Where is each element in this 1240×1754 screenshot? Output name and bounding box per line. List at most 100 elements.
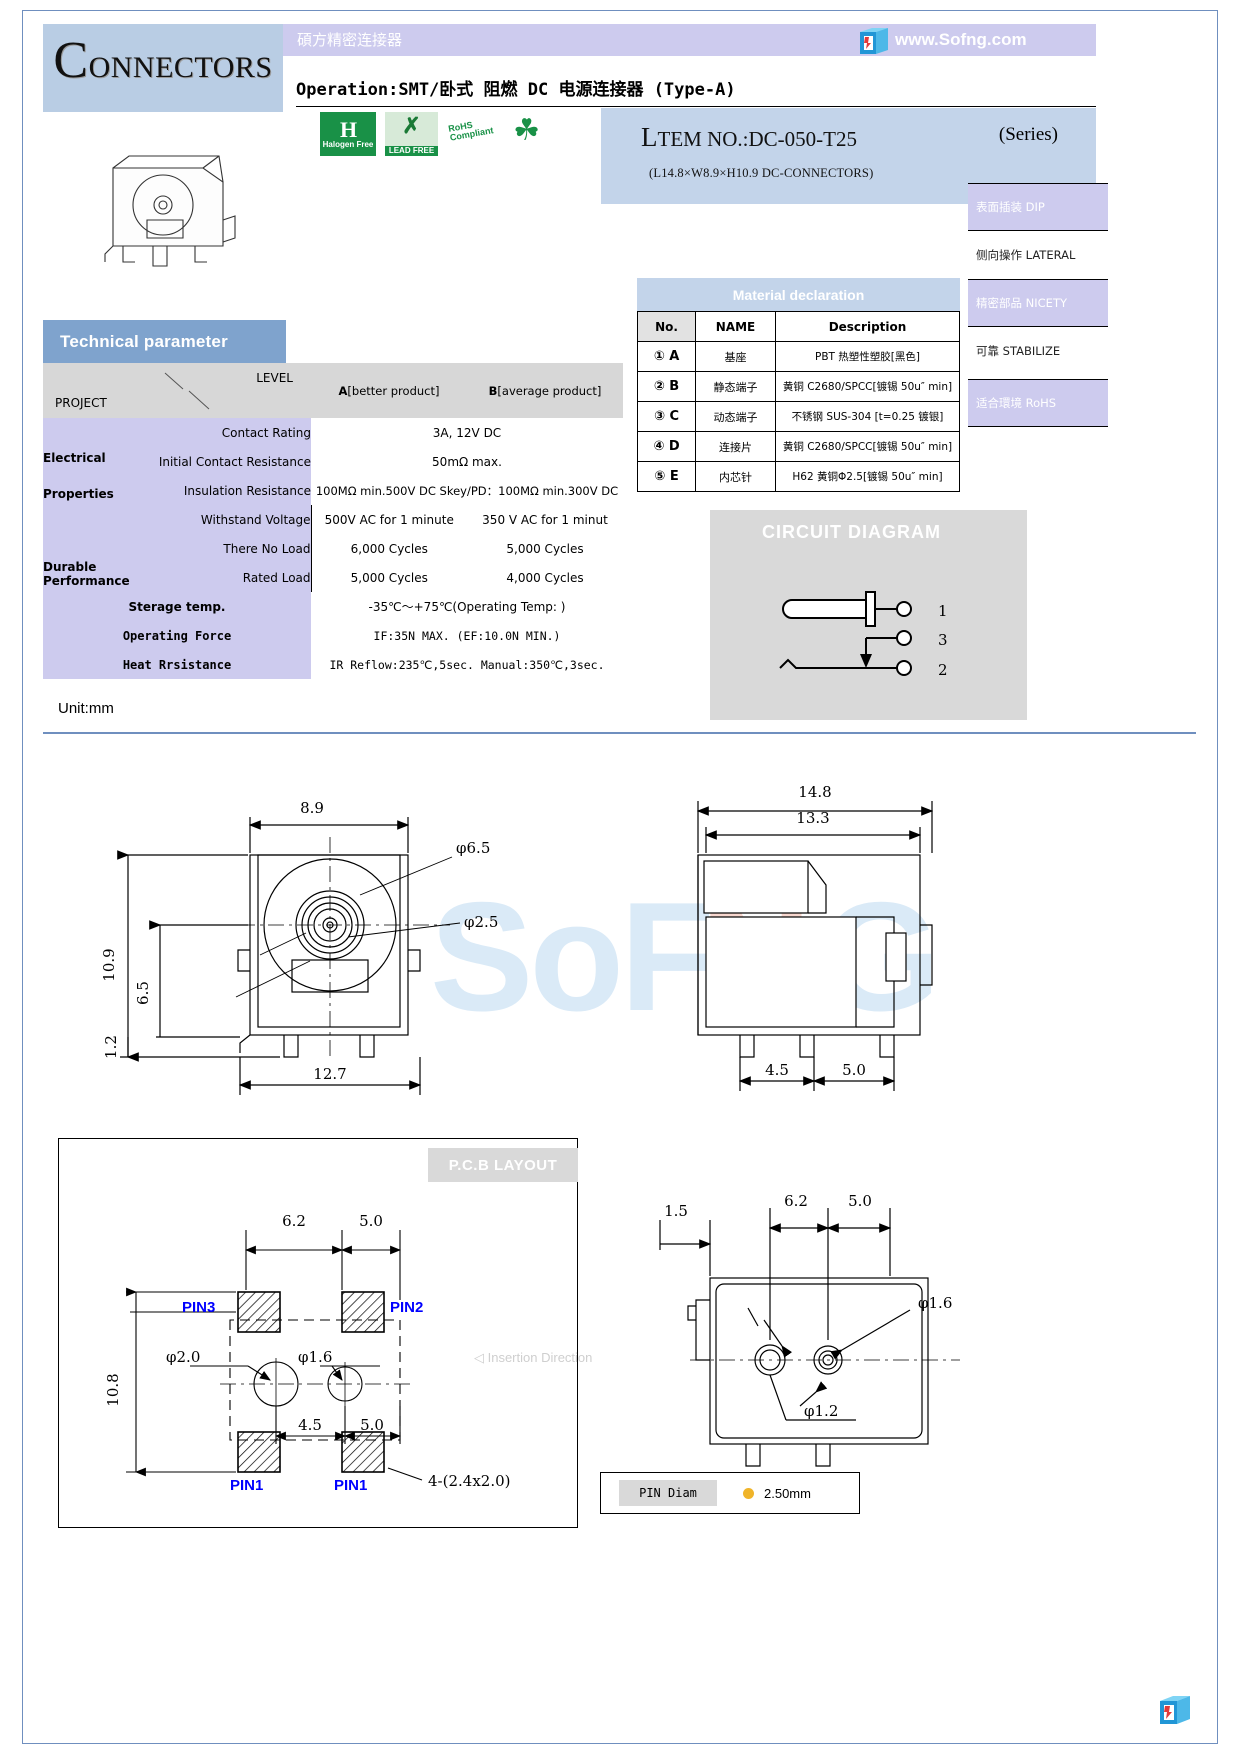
bottom-dim-a: 6.2 — [784, 1192, 808, 1210]
feature-label-0: 表面插装 DIP — [976, 200, 1045, 214]
side-dim-pitch-a: 4.5 — [765, 1061, 789, 1079]
feature-label-3: 可靠 STABILIZE — [976, 344, 1061, 358]
pcb-pin-label-1b: PIN1 — [334, 1477, 367, 1494]
row-label-no-load: There No Load — [135, 534, 311, 563]
row-label-rated-load: Rated Load — [135, 563, 311, 592]
material-name-4: 内芯针 — [695, 461, 776, 492]
row-value-insulation-resistance: 100MΩ min.500V DC Skey/PD：100MΩ min.300V… — [315, 483, 619, 498]
row-value-no-load-b: 5,000 Cycles — [506, 541, 584, 556]
material-declaration-table: No. NAME Description ① A 基座 PBT 热塑性塑胶[黑色… — [637, 311, 960, 492]
lead-free-cross: ✗ — [402, 113, 421, 138]
row-label-storage-temp: Sterage temp. — [43, 592, 311, 621]
row-value-rated-load-b: 4,000 Cycles — [506, 570, 584, 585]
feature-label-2: 精密部品 NICETY — [976, 296, 1067, 310]
table-row: Operating Force IF:35N MAX. (EF:10.0N MI… — [43, 621, 623, 650]
row-label-operating-force: Operating Force — [43, 621, 311, 650]
table-row: ① A 基座 PBT 热塑性塑胶[黑色] — [637, 341, 960, 372]
material-desc-0: PBT 热塑性塑胶[黑色] — [775, 341, 960, 372]
row-value-withstand-b: 350 V AC for 1 minut — [482, 512, 608, 527]
technical-parameter-title: Technical parameter — [43, 320, 286, 363]
operation-title: Operation:SMT/卧式 阻燃 DC 电源连接器 (Type-A) — [296, 75, 1096, 107]
table-row: Sterage temp. -35℃～+75℃(Operating Temp: … — [43, 592, 623, 621]
column-b-text: [average product] — [497, 383, 602, 398]
halogen-free-symbol: H — [339, 117, 357, 142]
row-label-heat-resistance: Heat Rrsistance — [43, 650, 311, 679]
technical-parameter-table: LEVEL PROJECT A[better product] B[averag… — [43, 363, 623, 679]
insertion-direction-label: ◁ Insertion Direction — [474, 1350, 593, 1365]
page-border — [22, 10, 1218, 1744]
pcb-pin-label-2: PIN2 — [390, 1299, 423, 1316]
front-dim-inner-height: 6.5 — [134, 981, 152, 1005]
material-no-0: ① A — [637, 341, 696, 372]
item-number-value: TEM NO.:DC-050-T25 — [657, 127, 857, 151]
pcb-hole-b: φ1.6 — [298, 1348, 332, 1366]
logo-capital: C — [53, 32, 89, 89]
clover-icon: ☘ — [513, 114, 540, 147]
pcb-hole-a: φ2.0 — [166, 1348, 200, 1366]
table-row: Durable Performance There No Load 6,000 … — [43, 534, 623, 592]
side-dim-pitch-b: 5.0 — [842, 1061, 866, 1079]
feature-item-1: 侧向操作 LATERAL — [968, 231, 1108, 279]
table-header-row: No. NAME Description — [637, 311, 960, 342]
material-desc-4: H62 黄铜Φ2.5[镀锡 50u″ min] — [775, 461, 960, 492]
material-desc-3: 黄铜 C2680/SPCC[镀锡 50u″ min] — [775, 431, 960, 462]
halogen-free-label: Halogen Free — [322, 140, 374, 149]
item-number-box: LTEM NO.:DC-050-T25 (Series) (L14.8×W8.9… — [601, 108, 1096, 204]
table-row: Rated Load 5,000 Cycles 4,000 Cycles — [43, 563, 623, 592]
column-b-letter: B — [488, 383, 498, 398]
row-label-withstand-voltage: Withstand Voltage — [135, 505, 311, 534]
pcb-layout-drawing: 6.2 5.0 10.8 4.5 5.0 φ2.0 φ1.6 PIN3 PIN2… — [104, 1212, 511, 1494]
halogen-free-icon: H Halogen Free — [320, 112, 376, 156]
bottom-hole-a: φ1.6 — [918, 1294, 952, 1312]
logo-text: CONNECTORS — [53, 35, 272, 87]
table-row: Initial Contact Resistance 50mΩ max. — [43, 447, 623, 476]
series-label: (Series) — [998, 124, 1058, 145]
row-label-contact-rating: Contact Rating — [135, 418, 311, 447]
row-value-initial-resistance: 50mΩ max. — [432, 454, 502, 469]
certification-badges: H Halogen Free ✗ LEAD FREE RoHS Complian… — [320, 112, 542, 156]
level-label: LEVEL — [256, 371, 293, 385]
pcb-layout-title: P.C.B LAYOUT — [428, 1148, 578, 1182]
front-hole-outer: φ6.5 — [456, 839, 490, 857]
section-divider — [43, 732, 1196, 734]
column-a-header: A[better product] — [311, 363, 467, 418]
pcb-dim-top-a: 6.2 — [282, 1212, 306, 1230]
footer-sofng-logo-icon — [1160, 1696, 1190, 1724]
brand-bar — [283, 24, 1096, 56]
unit-label: Unit:mm — [58, 700, 114, 717]
row-value-operating-force: IF:35N MAX. (EF:10.0N MIN.) — [373, 628, 561, 643]
bottom-dim-left: 1.5 — [664, 1202, 688, 1220]
pin-diameter-label: PIN Diam — [619, 1480, 717, 1506]
table-row: Insulation Resistance 100MΩ min.500V DC … — [43, 476, 623, 505]
row-value-withstand-a: 500V AC for 1 minute — [310, 505, 467, 534]
material-name-3: 连接片 — [695, 431, 776, 462]
website-url[interactable]: www.Sofng.com — [895, 30, 1027, 49]
front-view-drawing: 8.9 10.9 6.5 1.2 12.7 φ6.5 φ2.5 — [100, 799, 498, 1095]
feature-label-1: 侧向操作 LATERAL — [976, 248, 1076, 262]
electrical-group-label: Electrical Properties — [43, 418, 135, 534]
lead-free-icon: ✗ LEAD FREE — [385, 112, 438, 156]
table-row: Heat Rrsistance IR Reflow:235℃,5sec. Man… — [43, 650, 623, 679]
feature-label-4: 适合環境 RoHS — [976, 396, 1057, 410]
circuit-pin-2: 2 — [938, 661, 948, 679]
feature-item-0: 表面插装 DIP — [968, 183, 1108, 231]
circuit-diagram-title: CIRCUIT DIAGRAM — [762, 522, 941, 542]
front-hole-inner: φ2.5 — [464, 913, 498, 931]
material-desc-1: 黄铜 C2680/SPCC[镀锡 50u″ min] — [775, 371, 960, 402]
column-a-text: [better product] — [347, 383, 440, 398]
material-col-description: Description — [775, 311, 960, 342]
row-value-rated-load-a: 5,000 Cycles — [310, 563, 467, 592]
row-value-heat-resistance: IR Reflow:235℃,5sec. Manual:350℃,3sec. — [329, 657, 605, 672]
row-label-insulation-resistance: Insulation Resistance — [135, 476, 311, 505]
pcb-pads-note: 4-(2.4x2.0) — [428, 1472, 511, 1490]
material-no-2: ③ C — [637, 401, 696, 432]
table-row: ④ D 连接片 黄铜 C2680/SPCC[镀锡 50u″ min] — [637, 431, 960, 462]
pcb-dim-top-b: 5.0 — [359, 1212, 383, 1230]
front-dim-base-width: 12.7 — [313, 1065, 346, 1083]
table-row: ③ C 动态端子 不锈钢 SUS-304 [t=0.25 镀银] — [637, 401, 960, 432]
rohs-text: RoHS Compliant — [448, 117, 495, 143]
material-name-1: 静态端子 — [695, 371, 776, 402]
circuit-diagram-graphic: 1 3 2 — [779, 591, 948, 679]
front-dim-foot: 1.2 — [102, 1035, 120, 1059]
